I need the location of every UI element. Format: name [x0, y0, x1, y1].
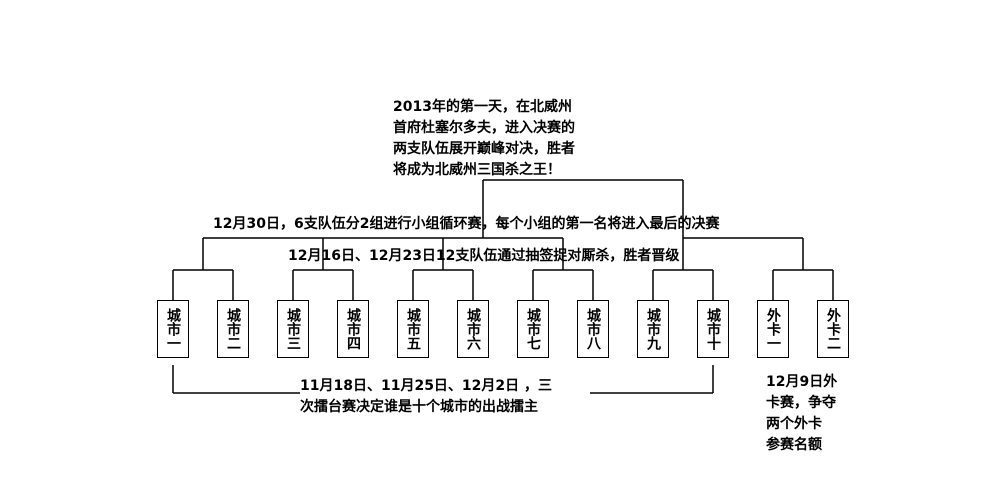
team-box: 外卡一 [757, 300, 789, 358]
team-box: 城市二 [217, 300, 249, 358]
team-box: 外卡二 [817, 300, 849, 358]
group-stage-note: 12月30日，6支队伍分2组进行小组循环赛，每个小组的第一名将进入最后的决赛 [213, 216, 720, 232]
team-box: 城市九 [637, 300, 669, 358]
team-box: 城市五 [397, 300, 429, 358]
knockout-note: 12月16日、12月23日12支队伍通过抽签捉对厮杀，胜者晋级 [288, 248, 680, 264]
wildcard-note: 12月9日外 卡赛，争夺 两个外卡 参赛名额 [766, 374, 838, 453]
team-box: 城市七 [517, 300, 549, 358]
team-box: 城市三 [277, 300, 309, 358]
team-box: 城市一 [157, 300, 189, 358]
team-box: 城市六 [457, 300, 489, 358]
team-box: 城市四 [337, 300, 369, 358]
team-box: 城市八 [577, 300, 609, 358]
city-qualifier-note: 11月18日、11月25日、12月2日 ，三 次擂台赛决定谁是十个城市的出战擂主 [300, 376, 590, 418]
final-note: 2013年的第一天，在北威州 首府杜塞尔多夫，进入决赛的 两支队伍展开巅峰对决，… [393, 99, 575, 178]
team-box: 城市十 [697, 300, 729, 358]
